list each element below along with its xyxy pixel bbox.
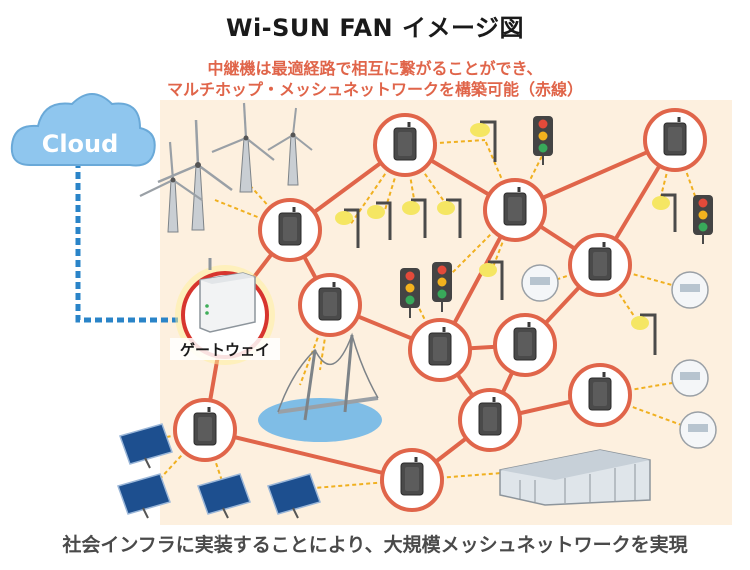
subtitle-line-1: 中継機は最適経路で相互に繋がることができ、 (207, 59, 543, 78)
cloud-icon: Cloud (10, 93, 156, 167)
solar-panel-icon (197, 473, 251, 519)
diagram-footer: 社会インフラに実装することにより、大規模メッシュネットワークを実現 (62, 534, 688, 556)
smart-meter-icon (679, 411, 717, 449)
cloud-label: Cloud (42, 130, 119, 158)
relay-node (173, 398, 237, 462)
gateway-node: ゲートウェイ (170, 258, 280, 365)
relay-node (568, 233, 632, 297)
wind-turbine-icon (139, 141, 203, 233)
subtitle-line-2: マルチホップ・メッシュネットワークを構築可能（赤線） (166, 80, 583, 99)
street-lamp-icon (437, 198, 462, 238)
solar-panels (117, 423, 321, 519)
relay-node (298, 273, 362, 337)
street-lamp-icon (631, 313, 657, 355)
street-lamp-icon (470, 120, 497, 162)
gateway-icon (199, 272, 256, 333)
street-lamp-icon (335, 208, 360, 248)
diagram-title: Wi-SUN FAN イメージ図 (225, 14, 525, 42)
wind-turbine-icon (157, 119, 233, 231)
wind-turbine-icon (267, 107, 313, 186)
relay-node (258, 198, 322, 262)
street-lamp-icon (479, 260, 504, 300)
diagram-subtitle: 中継機は最適経路で相互に繋がることができ、 マルチホップ・メッシュネットワークを… (0, 58, 750, 100)
relay-nodes (173, 108, 707, 512)
relay-node (380, 448, 444, 512)
bridge-icon (258, 332, 382, 442)
street-lamps (335, 120, 677, 355)
traffic-light-icon (432, 262, 452, 312)
street-lamp-icon (367, 201, 392, 240)
smart-meter-icon (521, 264, 559, 302)
solar-panel-icon (119, 423, 173, 469)
wind-turbine-icon (211, 102, 275, 193)
wind-turbines (139, 102, 313, 233)
smart-meter-icon (671, 271, 709, 309)
smart-meter-icon (671, 359, 709, 397)
traffic-light-icon (693, 195, 713, 244)
relay-node (483, 178, 547, 242)
gateway-label: ゲートウェイ (180, 341, 270, 359)
traffic-light-icon (533, 116, 553, 165)
smart-meters (521, 264, 717, 449)
relay-node (373, 113, 437, 177)
relay-node (568, 363, 632, 427)
relay-node (458, 388, 522, 452)
cloud-link (75, 150, 178, 323)
building-icon (499, 449, 651, 506)
relay-node (493, 313, 557, 377)
solar-panel-icon (117, 473, 171, 519)
street-lamp-icon (652, 193, 677, 232)
traffic-light-icon (400, 268, 420, 318)
street-lamp-icon (402, 198, 427, 238)
relay-node (643, 108, 707, 172)
relay-node (408, 318, 472, 382)
solar-panel-icon (267, 473, 321, 519)
traffic-lights (400, 116, 713, 318)
